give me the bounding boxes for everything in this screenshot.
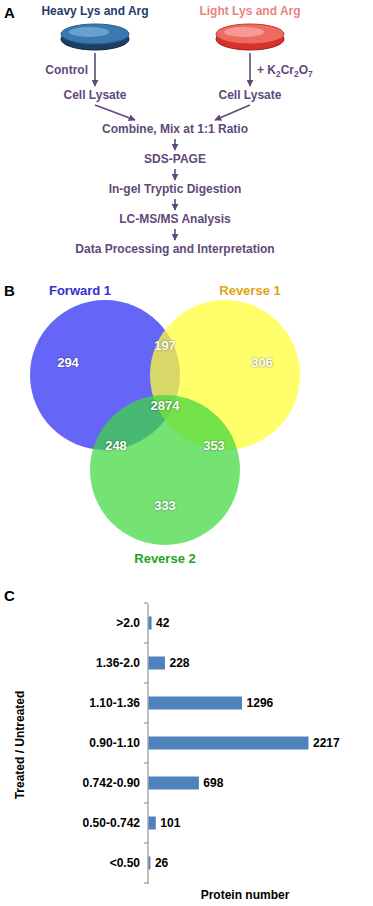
flow-arrow xyxy=(174,199,176,210)
axis-tick xyxy=(144,723,148,724)
venn-count: 294 xyxy=(57,355,79,370)
venn-count: 248 xyxy=(105,438,127,453)
set-name: Forward 1 xyxy=(49,283,111,298)
bar xyxy=(149,617,152,630)
step-text: Cell Lysate xyxy=(60,88,131,103)
step-text: Cell Lysate xyxy=(215,88,286,103)
process-step: LC-MS/MS Analysis xyxy=(115,212,235,227)
venn-count: 197 xyxy=(154,338,176,353)
value-label: 698 xyxy=(203,776,223,791)
step-text: LC-MS/MS Analysis xyxy=(115,212,235,227)
bar xyxy=(149,697,243,710)
value-label: 228 xyxy=(169,656,189,671)
value-label: 101 xyxy=(160,816,180,831)
axis-tick xyxy=(144,683,148,684)
category-label: 0.90-1.10 xyxy=(89,736,140,751)
axis-tick xyxy=(144,643,148,644)
category-label: 0.50-0.742 xyxy=(83,816,140,831)
step-text: Data Processing and Interpretation xyxy=(71,242,279,257)
venn-count: 306 xyxy=(251,355,273,370)
step-text: In-gel Tryptic Digestion xyxy=(105,182,246,197)
process-step: Combine, Mix at 1:1 Ratio xyxy=(98,122,253,137)
bar xyxy=(149,737,309,750)
set-name: Reverse 2 xyxy=(134,551,195,566)
edge-label: + K2Cr2O7 xyxy=(256,62,314,77)
y-axis xyxy=(148,604,149,884)
category-label: 1.10-1.36 xyxy=(89,696,140,711)
process-step: SDS-PAGE xyxy=(140,152,210,167)
venn-count: 353 xyxy=(203,438,225,453)
process-step: Cell Lysate xyxy=(60,88,131,103)
flow-arrow xyxy=(174,169,176,180)
dish-highlight xyxy=(224,27,264,37)
venn-count: 333 xyxy=(154,498,176,513)
panel-letter: B xyxy=(4,283,15,298)
axis-tick xyxy=(144,603,148,604)
flow-arrow xyxy=(174,229,176,240)
process-step: In-gel Tryptic Digestion xyxy=(105,182,246,197)
flow-arrow xyxy=(174,139,176,150)
flow-arrow xyxy=(249,53,251,86)
axis-ticks xyxy=(144,603,148,883)
process-step: Cell Lysate xyxy=(215,88,286,103)
panel-letter: A xyxy=(4,5,15,20)
bar xyxy=(149,657,165,670)
venn-circle xyxy=(90,395,240,545)
dish-label: Light Lys and Arg xyxy=(195,4,305,19)
bar xyxy=(149,857,151,870)
dish-label: Heavy Lys and Arg xyxy=(37,4,153,19)
value-label: 42 xyxy=(156,616,169,631)
value-label: 26 xyxy=(155,856,168,871)
panel-letter: C xyxy=(4,588,15,603)
dish-highlight xyxy=(69,27,109,37)
petri-dish xyxy=(214,21,286,51)
step-text: Combine, Mix at 1:1 Ratio xyxy=(98,122,253,137)
dish-medium xyxy=(61,24,129,44)
flow-arrow xyxy=(215,105,250,120)
dish-medium xyxy=(216,24,284,44)
petri-dish xyxy=(59,21,131,51)
category-label: 1.36-2.0 xyxy=(96,656,140,671)
value-label: 1296 xyxy=(247,696,274,711)
value-label: 2217 xyxy=(313,736,340,751)
venn-count: 2874 xyxy=(151,398,180,413)
bar xyxy=(149,817,156,830)
axis-title: Protein number xyxy=(201,888,290,903)
axis-tick xyxy=(144,763,148,764)
category-label: <0.50 xyxy=(110,856,140,871)
flow-arrow xyxy=(94,53,96,86)
step-text: SDS-PAGE xyxy=(140,152,210,167)
culture-dish: Heavy Lys and Arg xyxy=(37,4,153,51)
axis-tick xyxy=(144,883,148,884)
axis-title: Treated / Untreated xyxy=(13,691,28,800)
flow-arrow xyxy=(95,105,135,120)
bars xyxy=(149,617,309,870)
culture-dish: Light Lys and Arg xyxy=(195,4,305,51)
category-label: >2.0 xyxy=(116,616,140,631)
set-name: Reverse 1 xyxy=(219,283,280,298)
edge-label: Control xyxy=(44,62,89,77)
process-step: Data Processing and Interpretation xyxy=(71,242,279,257)
axis-tick xyxy=(144,803,148,804)
category-label: 0.742-0.90 xyxy=(83,776,140,791)
axis-tick xyxy=(144,843,148,844)
bar xyxy=(149,777,199,790)
